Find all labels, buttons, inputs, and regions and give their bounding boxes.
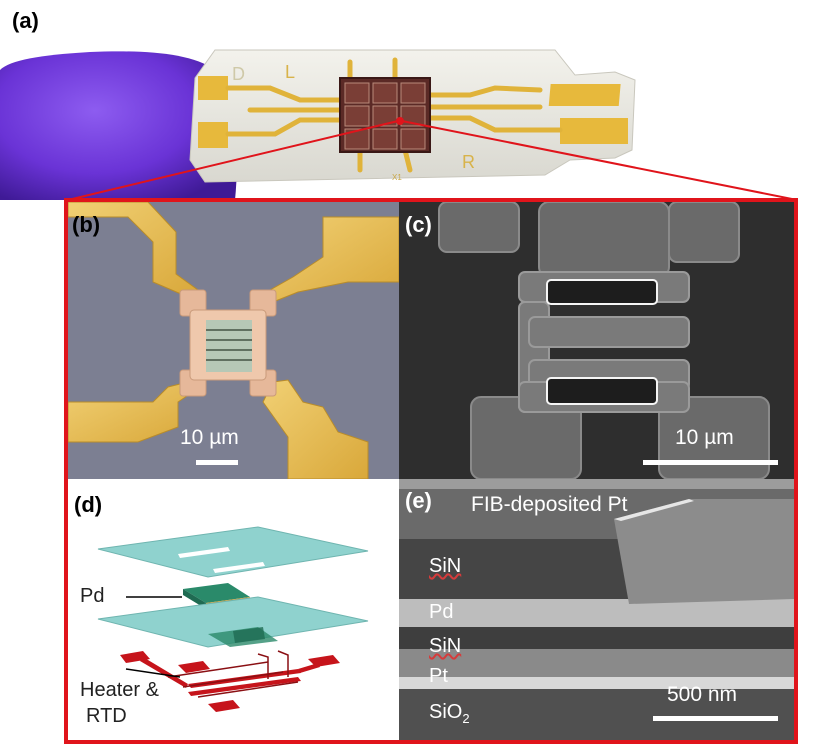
scalebar-e (653, 716, 778, 721)
panel-label-c: (c) (405, 212, 432, 237)
board-letter-r: R (462, 152, 475, 172)
sio2-base: SiO (429, 701, 463, 723)
board-letter-d: D (232, 64, 245, 84)
heater-label-line2: RTD (86, 705, 127, 727)
heater-label-line1: Heater & (80, 679, 159, 701)
layer-label-pd: Pd (429, 601, 454, 623)
panel-label-a: (a) (12, 8, 39, 33)
sem-top-view (438, 202, 778, 479)
layer-label-sio2: SiO2 (429, 701, 470, 726)
panel-label-d: (d) (74, 492, 103, 517)
panel-c-sem: 10 µm (399, 202, 794, 479)
scalebar-b (196, 460, 238, 465)
scalebar-label-b: 10 µm (180, 426, 239, 449)
zoom-line-left (67, 120, 399, 200)
device-exploded-schematic (97, 526, 369, 712)
panel-a-photo: D L R X1 (0, 0, 814, 200)
zoom-frame (64, 198, 798, 744)
layer-label-pt: Pt (429, 665, 448, 687)
glove-finger (0, 51, 237, 200)
board-letter-l: L (285, 62, 295, 82)
scalebar-label-c: 10 µm (675, 426, 734, 449)
sio2-subscript: 2 (462, 711, 470, 726)
heater-leader-line (125, 668, 181, 678)
layer-label-sin-bottom: SiN (429, 635, 462, 657)
fib-pt-label: FIB-deposited Pt (471, 493, 628, 516)
chip-board-photo: D L R X1 (0, 49, 798, 200)
panel-d-schematic: Pd Heater & RTD (68, 479, 399, 740)
panel-e-cross-section: FIB-deposited Pt SiN Pd SiN Pt SiO2 500 … (399, 479, 794, 740)
panel-label-e: (e) (405, 488, 432, 513)
panel-label-b: (b) (72, 212, 101, 237)
optical-micrograph (68, 202, 399, 479)
panel-b-optical: 10 µm (68, 202, 399, 479)
zoom-line-right (401, 120, 798, 200)
scalebar-label-e: 500 nm (667, 683, 738, 706)
layer-label-sin-top: SiN (429, 555, 462, 577)
fib-cross-section (399, 479, 794, 740)
scalebar-c (643, 460, 778, 465)
pd-label: Pd (80, 585, 105, 607)
board-letter-x1: X1 (392, 173, 402, 182)
